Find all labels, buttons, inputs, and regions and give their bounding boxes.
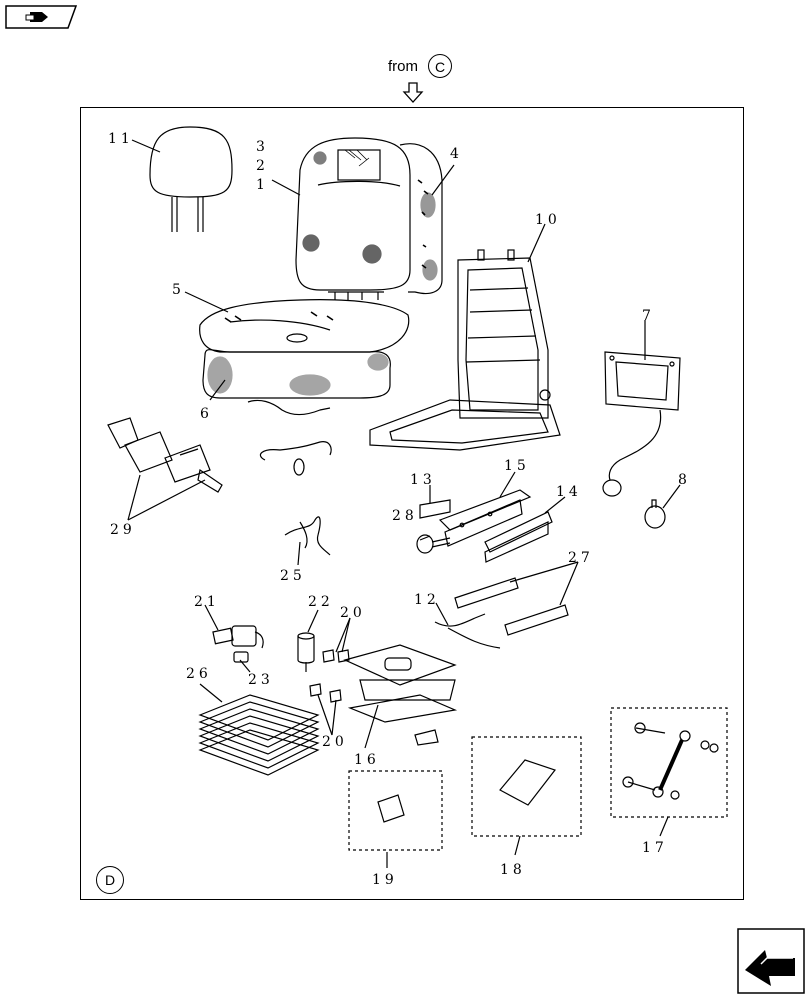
callout-20a: 20	[340, 605, 366, 621]
callout-7: 7	[642, 308, 655, 324]
seat-rails	[434, 577, 569, 649]
backrest-cushion	[295, 137, 411, 300]
callout-15: 15	[504, 458, 530, 474]
callout-19: 19	[372, 872, 398, 888]
backrest-rear-cover	[399, 143, 443, 295]
clip-ring	[293, 458, 305, 476]
bracket-18	[499, 759, 556, 806]
control-panel	[602, 351, 681, 497]
seat-cushion	[199, 299, 410, 353]
clip-2	[337, 649, 350, 663]
wire-loop	[259, 441, 332, 461]
switch-assembly	[212, 625, 264, 663]
headrest	[149, 126, 233, 232]
callout-8: 8	[678, 472, 691, 488]
clip-3	[309, 683, 322, 697]
callout-26: 26	[186, 666, 212, 682]
bracket-19	[377, 794, 405, 823]
next-page-icon[interactable]	[737, 928, 805, 994]
book-nav-icon[interactable]	[4, 4, 78, 30]
callout-11: 11	[108, 131, 134, 147]
seat-belt	[107, 417, 223, 493]
callout-2: 2	[256, 158, 269, 174]
callout-20b: 20	[322, 734, 348, 750]
seat-cushion-base	[202, 349, 391, 399]
callout-22: 22	[308, 594, 334, 610]
view-label-circle: D	[96, 866, 124, 894]
callout-1: 1	[256, 177, 269, 193]
bellows	[198, 694, 320, 776]
kit-box-19	[348, 770, 443, 851]
diagram-frame	[80, 107, 744, 900]
seat-slides	[416, 489, 553, 563]
wire-spring	[247, 399, 331, 416]
callout-21: 21	[194, 594, 220, 610]
clip-1	[322, 649, 335, 663]
callout-13: 13	[410, 472, 436, 488]
seat-frame	[369, 249, 561, 451]
callout-14: 14	[556, 484, 582, 500]
down-arrow-icon	[402, 82, 424, 103]
callout-25: 25	[280, 568, 306, 584]
callout-3: 3	[256, 139, 269, 155]
kit-box-18	[471, 736, 582, 837]
callout-17: 17	[642, 840, 668, 856]
callout-5: 5	[172, 282, 185, 298]
grommet	[644, 499, 666, 529]
callout-28: 28	[392, 508, 418, 524]
callout-16: 16	[354, 752, 380, 768]
from-view-circle[interactable]: C	[428, 54, 452, 78]
kit-box-17	[610, 707, 728, 818]
wire-harness	[284, 516, 331, 556]
clip-4	[329, 689, 342, 703]
from-label: from	[388, 58, 418, 75]
actuator	[297, 632, 315, 672]
callout-4: 4	[450, 146, 463, 162]
shock-absorber	[622, 722, 719, 800]
callout-29: 29	[110, 522, 136, 538]
callout-27: 27	[568, 550, 594, 566]
suspension	[343, 644, 458, 746]
callout-23: 23	[248, 672, 274, 688]
callout-12: 12	[414, 592, 440, 608]
callout-18: 18	[500, 862, 526, 878]
callout-10: 10	[535, 212, 561, 228]
callout-6: 6	[200, 406, 213, 422]
